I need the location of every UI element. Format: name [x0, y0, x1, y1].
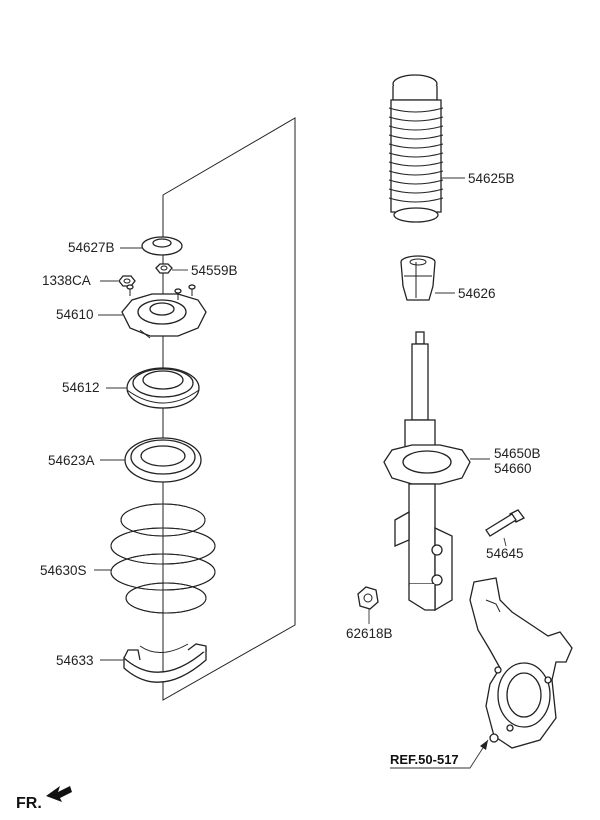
assembly-frame [162, 117, 296, 701]
part-54645-bolt[interactable] [485, 509, 525, 537]
part-54633-lower-pad[interactable] [123, 643, 207, 683]
label-54650B: 54650B [494, 446, 541, 461]
label-54625B: 54625B [468, 171, 515, 186]
label-54660: 54660 [494, 461, 532, 476]
label-62618B: 62618B [346, 626, 393, 641]
part-54650B-strut-body[interactable] [383, 419, 471, 612]
part-54630S-coil-spring[interactable] [110, 503, 216, 614]
label-fr: FR. [16, 795, 42, 812]
label-54623A: 54623A [48, 453, 95, 468]
label-54633: 54633 [56, 653, 94, 668]
part-54625B-dust-boot[interactable] [388, 74, 444, 223]
label-54626: 54626 [458, 286, 496, 301]
label-54627B: 54627B [68, 240, 115, 255]
part-1338CA-nut[interactable] [118, 275, 136, 287]
label-54559B: 54559B [191, 263, 238, 278]
part-steering-knuckle[interactable] [469, 577, 573, 749]
part-piston-rod [411, 331, 429, 421]
label-54612: 54612 [62, 380, 100, 395]
label-54610: 54610 [56, 307, 94, 322]
part-54610-strut-mount[interactable] [121, 284, 207, 339]
part-54626-bump-stopper[interactable] [400, 255, 436, 301]
front-direction-marker: FR. [16, 786, 72, 812]
part-62618B-nut[interactable] [357, 586, 379, 610]
label-54630S: 54630S [40, 563, 87, 578]
label-54645: 54645 [486, 546, 524, 561]
part-labels: 54627B 1338CA 54559B 54610 54612 54623A … [40, 171, 541, 767]
part-54627B-cap[interactable] [141, 236, 183, 256]
part-54612-bearing[interactable] [126, 367, 200, 409]
leader-lines [94, 177, 507, 769]
front-arrow-icon [46, 786, 72, 802]
label-1338CA: 1338CA [42, 273, 91, 288]
part-54559B-nut[interactable] [155, 263, 173, 274]
label-ref-50-517[interactable]: REF.50-517 [390, 752, 459, 767]
part-54623A-spring-pad[interactable] [124, 437, 202, 483]
